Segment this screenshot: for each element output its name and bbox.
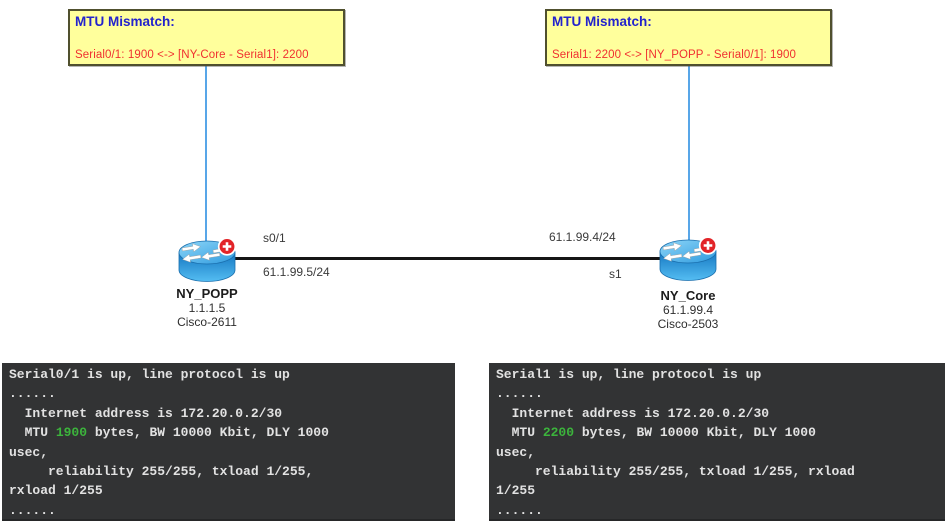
address-label-right: 61.1.99.4/24	[549, 230, 616, 244]
serial-link-line	[230, 257, 660, 260]
device-ip: 61.1.99.4	[662, 303, 714, 317]
alert-plus-badge	[698, 236, 718, 255]
callout-title: MTU Mismatch:	[552, 14, 652, 29]
router-icon-ny-core[interactable]	[657, 236, 719, 286]
callout-detail: Serial0/1: 1900 <-> [NY-Core - Serial1]:…	[75, 49, 309, 61]
device-name: NY_Core	[660, 288, 716, 303]
device-model: Cisco-2611	[177, 315, 237, 329]
alert-plus-badge	[217, 237, 237, 256]
callout-connector-line-left	[205, 64, 207, 246]
router-icon-ny-popp[interactable]	[176, 237, 238, 287]
callout-connector-line-right	[688, 64, 690, 244]
device-ip: 1.1.1.5	[188, 301, 226, 315]
callout-title: MTU Mismatch:	[75, 14, 175, 29]
device-model: Cisco-2503	[657, 317, 719, 331]
interface-label-s1: s1	[609, 267, 622, 281]
mtu-mismatch-callout-left: MTU Mismatch: Serial0/1: 1900 <-> [NY-Co…	[68, 9, 345, 66]
callout-detail: Serial1: 2200 <-> [NY_POPP - Serial0/1]:…	[552, 49, 797, 61]
console-output-ny-core: Serial1 is up, line protocol is up......…	[489, 363, 945, 521]
mtu-mismatch-callout-right: MTU Mismatch: Serial1: 2200 <-> [NY_POPP…	[545, 9, 832, 66]
device-label-ny-popp: NY_POPP 1.1.1.5 Cisco-2611	[146, 286, 268, 329]
device-name: NY_POPP	[176, 286, 238, 301]
interface-label-s0-1: s0/1	[263, 231, 286, 245]
device-label-ny-core: NY_Core 61.1.99.4 Cisco-2503	[627, 288, 749, 331]
address-label-left: 61.1.99.5/24	[263, 265, 330, 279]
console-output-ny-popp: Serial0/1 is up, line protocol is up....…	[2, 363, 455, 521]
